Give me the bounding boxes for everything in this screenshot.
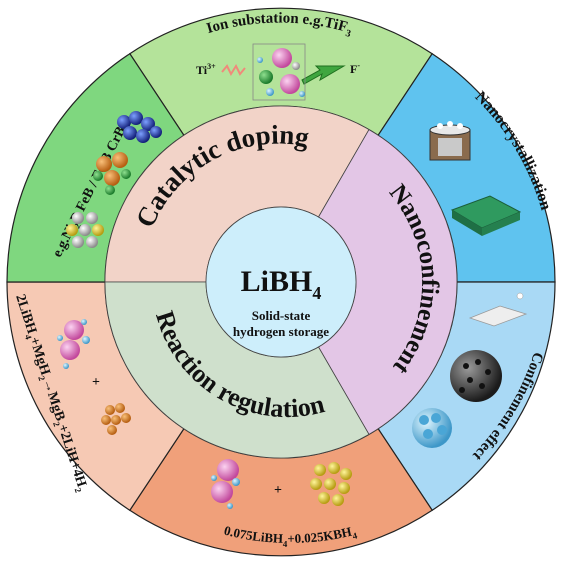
libh4-molecule-icon <box>211 459 240 509</box>
label-kbh4-plus: + <box>274 483 282 498</box>
crb2-crystal-icon <box>117 111 162 143</box>
center-circle <box>205 206 357 358</box>
label-ti-ion: Ti3+ <box>196 62 216 77</box>
furnace-icon <box>429 121 471 161</box>
ion-crystal-icon <box>252 43 306 101</box>
label-f-ion: F- <box>350 61 360 76</box>
libh4-cluster-icon <box>57 319 90 369</box>
center-subtitle-line2: hydrogen storage <box>233 324 329 339</box>
center-title: LiBH4 <box>241 265 322 303</box>
zigzag-icon <box>221 63 246 77</box>
mgh2-crystal-icon <box>101 403 131 435</box>
nanoparticle-cluster-icon <box>412 408 452 448</box>
feb-crystal-icon <box>93 152 131 195</box>
center-subtitle-line1: Solid-state <box>252 308 311 323</box>
arrow-icon <box>301 65 346 85</box>
ni2b-crystal-icon <box>66 212 104 248</box>
confinement-scaffold-icon <box>468 292 528 327</box>
nanocrystal-lattice-icon <box>450 195 522 236</box>
kbh4-crystal-icon <box>310 462 352 506</box>
label-mgh2-plus: + <box>92 375 100 390</box>
porous-sphere-icon <box>450 350 502 402</box>
